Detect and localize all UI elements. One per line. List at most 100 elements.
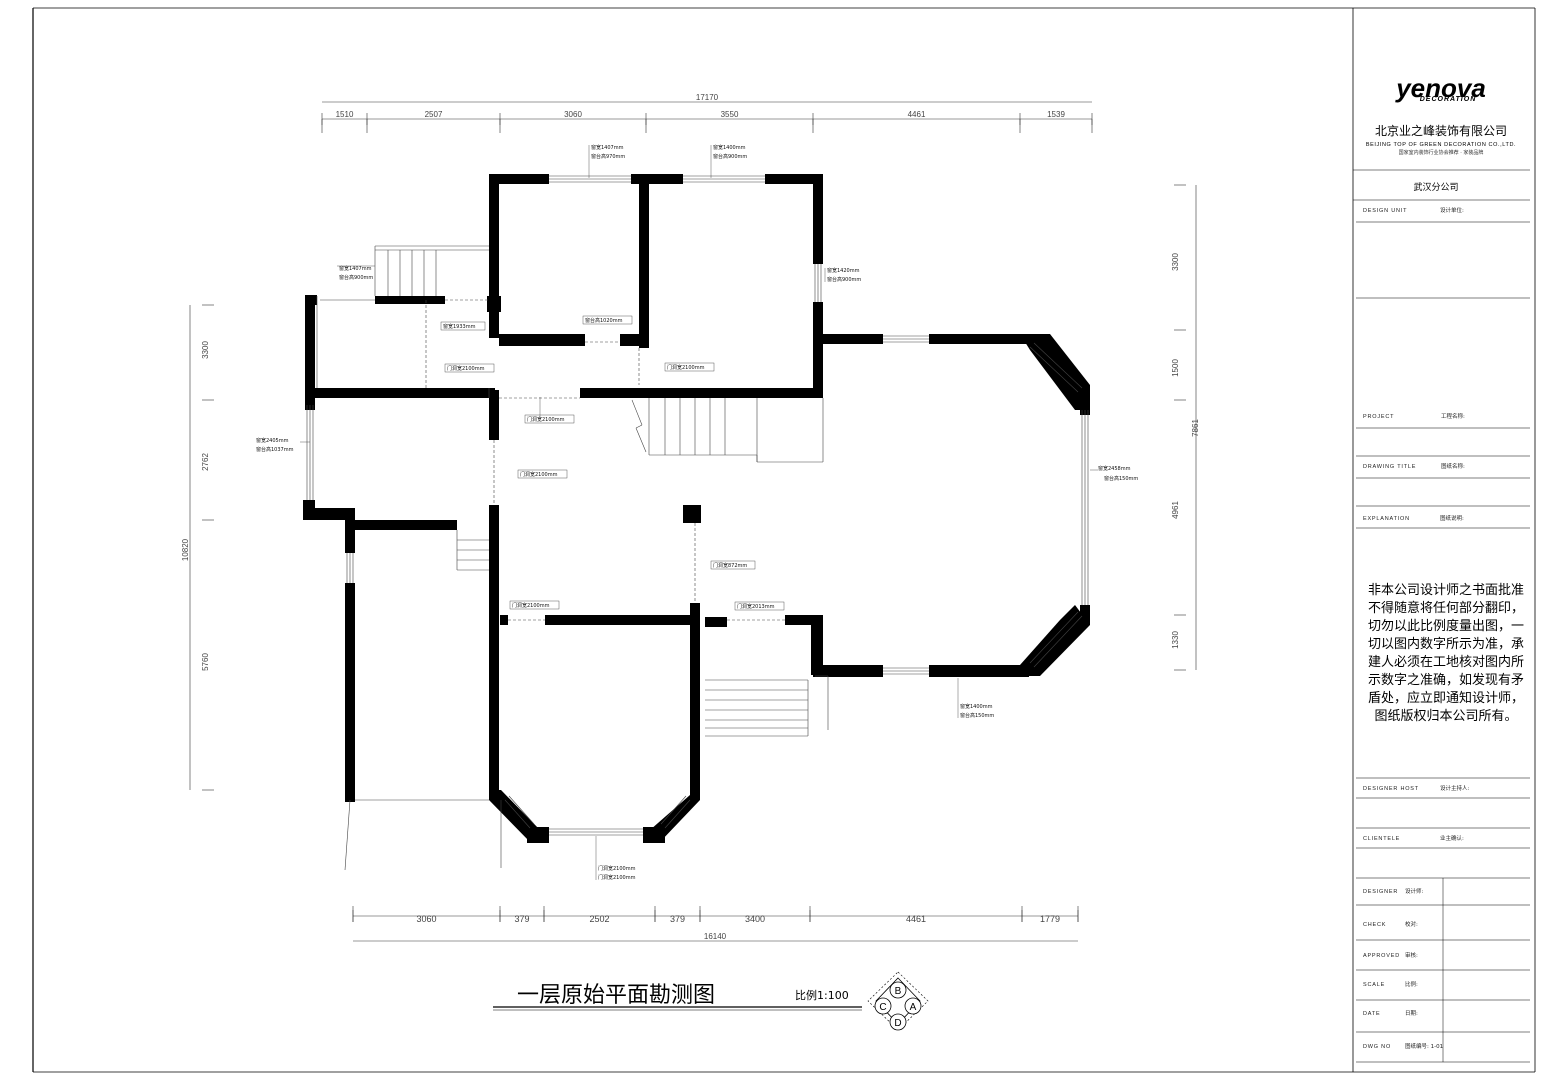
drawing-line	[1029, 346, 1079, 393]
wall	[345, 508, 355, 553]
wall	[650, 785, 700, 842]
annotation-label: 窗宽2458mm	[1098, 465, 1131, 472]
company-name: 北京业之峰装饰有限公司	[1375, 124, 1507, 138]
tb-row-value: 日期:	[1405, 1010, 1418, 1017]
dim-top: 3060	[564, 110, 582, 119]
dim-top: 1510	[336, 110, 354, 119]
drawing-line	[631, 399, 643, 426]
compass-letter: C	[879, 1002, 886, 1013]
annotation-label: 窗宽1407mm	[339, 265, 372, 272]
drawing-line	[344, 799, 351, 871]
tb-row-label: DRAWING TITLE	[1363, 464, 1416, 470]
tb-row-value: 工程名称:	[1441, 412, 1465, 420]
tb-row-label: DATE	[1363, 1011, 1380, 1017]
label-box	[440, 321, 486, 331]
thin-lines	[306, 175, 1089, 871]
drawing-line	[664, 799, 691, 829]
tb-row-value: 比例:	[1405, 980, 1418, 988]
wall	[545, 615, 690, 625]
wall	[489, 174, 499, 338]
wall	[765, 174, 823, 184]
copyright-notice: 非本公司设计师之书面批准不得随意将任何部分翻印，切勿以此比例度量出图，一切以图内…	[1367, 583, 1524, 724]
dim-top: 2507	[425, 110, 443, 119]
dim-top: 3550	[721, 110, 739, 119]
wall	[1080, 605, 1090, 625]
wall	[690, 603, 700, 798]
dim-bottom: 2502	[589, 914, 609, 924]
annotation-label: 窗宽1400mm	[713, 144, 746, 151]
wall	[489, 174, 549, 184]
label-box	[517, 469, 568, 479]
dim-left: 2762	[201, 453, 210, 471]
dim-overall-left: 10820	[181, 538, 190, 561]
tb-row-label: PROJECT	[1363, 414, 1394, 420]
drawing-line	[1033, 342, 1083, 389]
drawing-line	[660, 795, 687, 825]
wall	[375, 296, 445, 304]
annotation-label: 窗宽2405mm	[256, 437, 289, 444]
dim-bottom: 379	[670, 914, 685, 924]
tb-row-value: 设计师:	[1405, 887, 1424, 895]
dim-overall-right: 7861	[1191, 419, 1200, 437]
annotation-label: 门洞宽2100mm	[520, 471, 558, 478]
annotation-label: 窗宽1420mm	[827, 267, 860, 274]
wall	[929, 334, 1029, 344]
dim-right: 3300	[1171, 253, 1180, 271]
wall	[499, 334, 585, 346]
drawing-line	[1033, 615, 1083, 668]
drawing-scale: 比例1:100	[795, 988, 849, 1002]
wall	[345, 790, 355, 802]
annotation-label: 窗宽1933mm	[443, 323, 476, 330]
wall	[500, 615, 508, 625]
dim-right: 1330	[1171, 631, 1180, 649]
annotation-label: 窗宽1400mm	[960, 703, 993, 710]
annotation-label: 窗台高1020mm	[585, 317, 623, 324]
label-box	[710, 560, 756, 570]
wall	[305, 295, 315, 405]
compass-icon: B A D C	[867, 971, 929, 1031]
tb-row-value: 校对:	[1405, 920, 1418, 928]
wall	[813, 665, 883, 677]
tb-row-value: 设计主持人:	[1440, 784, 1470, 792]
compass-letter: B	[895, 986, 902, 997]
annotation-label: 窗台高900mm	[827, 276, 861, 283]
annotation-label: 门洞宽2100mm	[667, 364, 705, 371]
wall	[813, 334, 883, 344]
annotation-label: 窗台高1037mm	[256, 446, 294, 453]
wall	[489, 415, 499, 440]
dim-bottom: 3060	[416, 914, 436, 924]
dim-left: 3300	[201, 341, 210, 359]
annotation-label: 门洞宽872mm	[713, 562, 747, 569]
label-box	[582, 315, 633, 325]
annotation-label: 窗宽1407mm	[591, 144, 624, 151]
wall	[683, 505, 701, 523]
tb-row-label: CHECK	[1363, 922, 1386, 928]
dim-right: 4961	[1171, 501, 1180, 519]
annotation-label: 窗台高900mm	[713, 153, 747, 160]
wall	[631, 174, 683, 184]
wall	[639, 180, 649, 348]
wall	[303, 508, 355, 520]
dim-bottom: 3400	[745, 914, 765, 924]
tb-row-value: 审核:	[1405, 951, 1418, 959]
logo-main: yenova	[1394, 73, 1486, 103]
company-slogan: 国家室内装饰行业协会推荐 · 家装品牌	[1399, 149, 1484, 156]
annotation-label: 门洞宽2100mm	[598, 874, 636, 881]
annotation-labels: 窗宽1407mm窗台高970mm窗宽1400mm窗台高900mm窗宽1407mm…	[256, 144, 1138, 881]
wall	[345, 583, 355, 800]
compass-letter: D	[894, 1018, 901, 1029]
drawing-line	[504, 799, 531, 829]
wall	[527, 827, 549, 843]
wall	[813, 174, 823, 264]
wall	[785, 615, 823, 625]
branch-name: 武汉分公司	[1413, 181, 1458, 193]
dim-bottom: 4461	[906, 914, 926, 924]
tb-row-label: EXPLANATION	[1363, 516, 1410, 522]
annotation-label: 门洞宽2013mm	[737, 603, 775, 610]
compass-letter: A	[910, 1002, 917, 1013]
tb-row-value: 图纸编号: 1-01	[1405, 1042, 1443, 1050]
tb-row-value: 图纸说明:	[1440, 514, 1464, 522]
